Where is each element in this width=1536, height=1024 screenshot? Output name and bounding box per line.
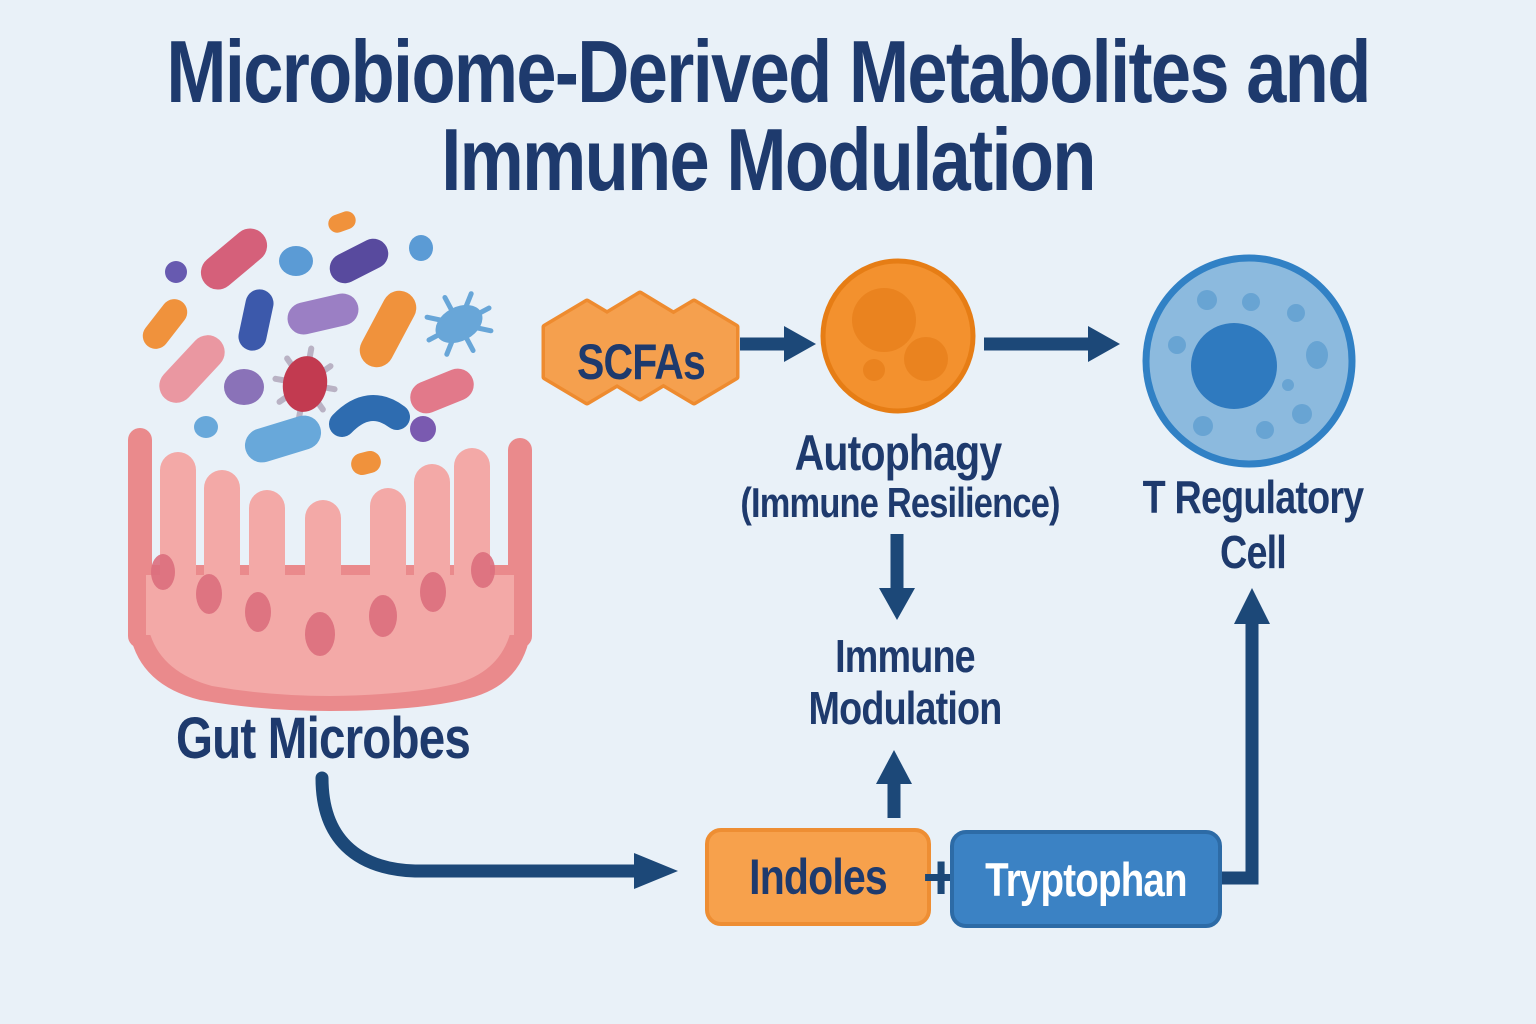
t-regulatory-cell-label: T Regulatory Cell — [1105, 470, 1400, 580]
autophagy-vacuole — [904, 337, 948, 381]
indoles-node: Indoles — [705, 828, 931, 926]
bacterium-rod — [287, 293, 359, 335]
bacterium-rod — [244, 415, 322, 463]
bacterium-coccus — [165, 261, 187, 283]
bacterium-curved-rod — [329, 395, 410, 437]
autophagy-cell — [820, 258, 976, 414]
treg-nucleus — [1191, 323, 1277, 409]
bacterium-coccus — [224, 369, 264, 405]
bacterium-rod — [200, 228, 268, 290]
bacterium-rod — [159, 335, 225, 403]
villi-glands — [151, 552, 495, 656]
bacterium-rod — [238, 289, 274, 351]
arrow-scfas-to-autophagy — [740, 326, 816, 362]
immune-modulation-line-1: Immune — [835, 630, 976, 682]
bacterium-rod — [142, 299, 188, 349]
bacterium-rod — [329, 238, 389, 284]
arrow-indoles-to-immune-modulation — [876, 750, 912, 818]
scfas-label: SCFAs — [576, 334, 706, 390]
autophagy-sublabel: (Immune Resilience) — [740, 479, 1060, 526]
treg-label-line-2: Cell — [1220, 526, 1287, 578]
scfas-blob — [541, 290, 740, 406]
bacterium-rod — [351, 450, 381, 476]
autophagy-label: Autophagy — [794, 425, 1003, 481]
tryptophan-label: Tryptophan — [985, 852, 1187, 906]
treg-speckles — [1168, 290, 1328, 439]
page-title: Microbiome-Derived Metabolites and Immun… — [138, 28, 1398, 204]
immune-modulation-line-2: Modulation — [808, 682, 1003, 734]
title-line-2: Immune Modulation — [441, 110, 1096, 209]
bacterium-spiky-red — [272, 345, 338, 423]
bacterium-rod — [410, 368, 474, 414]
arrow-autophagy-to-immune-modulation — [879, 534, 915, 620]
title-line-1: Microbiome-Derived Metabolites and — [166, 22, 1371, 121]
bacterium-coccus — [279, 246, 313, 276]
bacterium-rod — [359, 290, 417, 368]
treg-label-line-1: T Regulatory — [1142, 471, 1365, 523]
bacterium-rod — [328, 211, 356, 233]
tryptophan-node: Tryptophan — [950, 830, 1222, 928]
bacterium-coccus — [194, 416, 218, 438]
autophagy-vacuole — [863, 359, 885, 381]
arrow-autophagy-to-treg — [984, 326, 1120, 362]
autophagy-vacuole — [852, 288, 916, 352]
gut-microbes-illustration — [128, 211, 532, 711]
arrow-gut-microbes-to-indoles — [315, 771, 678, 889]
indoles-label: Indoles — [749, 849, 888, 905]
bacteria-cluster — [142, 211, 494, 476]
t-regulatory-cell-graphic — [1142, 254, 1356, 468]
bacterium-spiky-blue — [424, 291, 494, 357]
arrow-tryptophan-to-treg — [1215, 588, 1270, 885]
bacterium-coccus — [409, 235, 433, 261]
intestinal-villi — [128, 428, 532, 711]
gut-microbes-label: Gut Microbes — [175, 706, 471, 771]
immune-modulation-label: Immune Modulation — [774, 630, 1036, 734]
bacterium-coccus — [410, 416, 436, 442]
